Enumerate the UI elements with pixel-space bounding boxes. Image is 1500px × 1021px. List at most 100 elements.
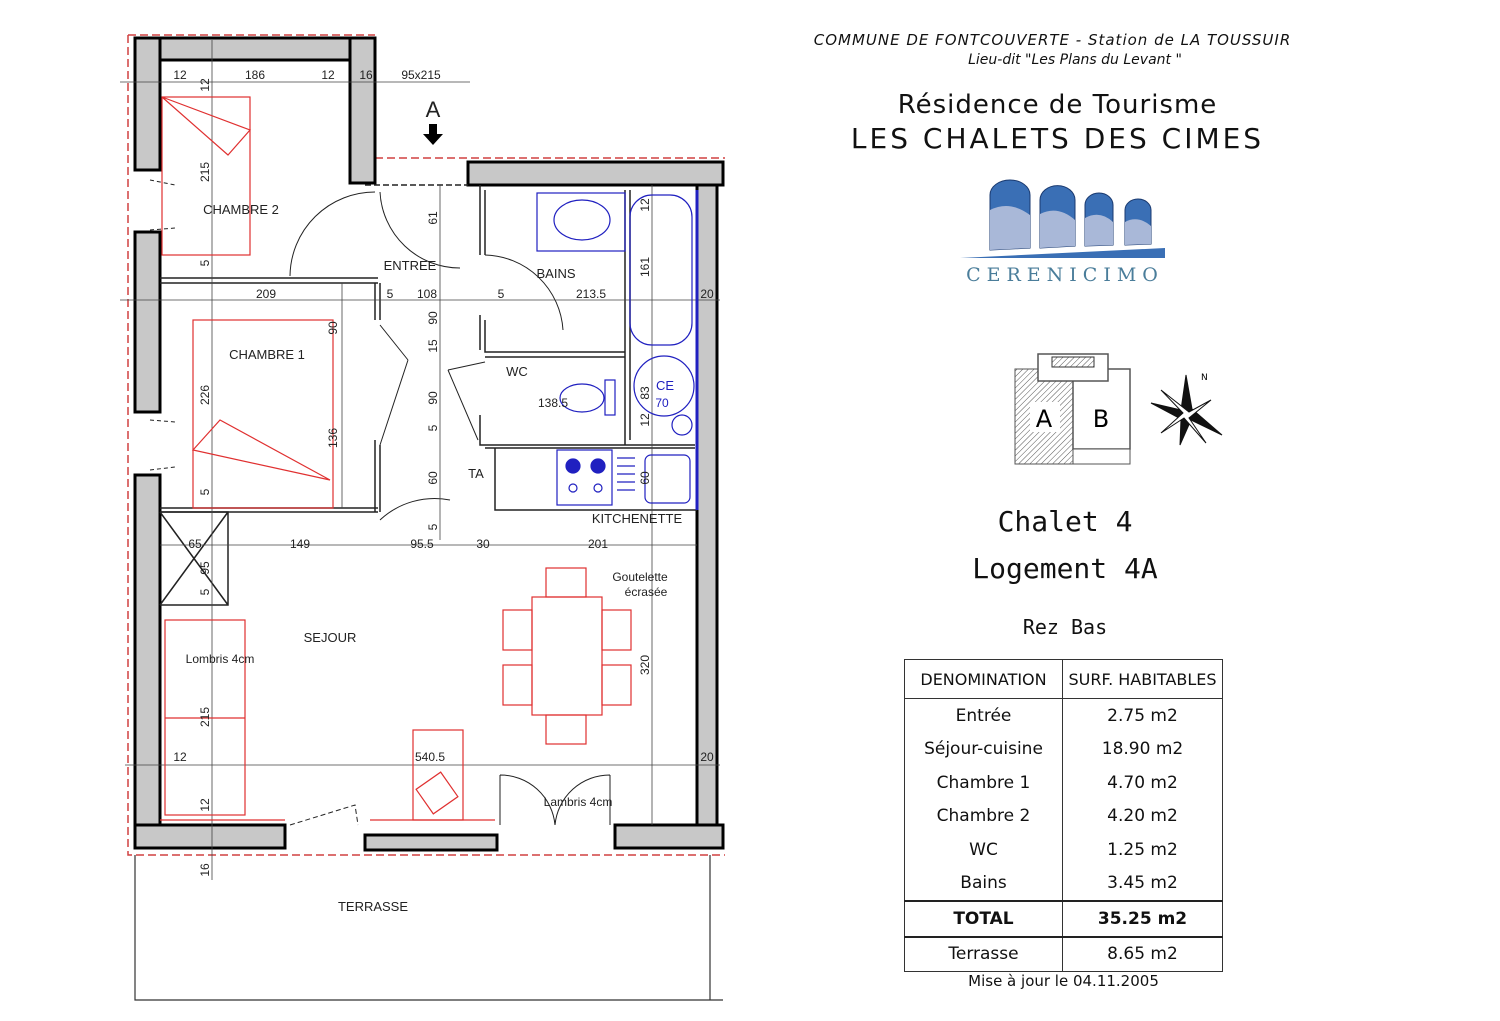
dim-label: 226 (198, 385, 212, 405)
sanitary-fixtures (536, 190, 699, 510)
table-header-row: DENOMINATION SURF. HABITABLES (904, 659, 1223, 699)
dim-label: 60 (426, 471, 440, 485)
dim-label: 95 (198, 561, 212, 575)
room-label-kitchenette: KITCHENETTE (592, 511, 683, 526)
total-label: TOTAL (904, 900, 1063, 938)
dim-label: 213.5 (576, 287, 606, 301)
room-label-terrasse: TERRASSE (338, 899, 408, 914)
lieu-dit-header: Lieu-dit "Les Plans du Levant " (968, 52, 1182, 68)
room-label-ce: CE (656, 378, 674, 393)
dim-label: 12 (198, 798, 212, 812)
room-name: Entrée (904, 698, 1063, 733)
dim-label: 90 (426, 391, 440, 405)
dim-label: 20 (700, 750, 714, 764)
room-label-chambre1: CHAMBRE 1 (229, 347, 305, 362)
brand-name: CERENICIMO (966, 264, 1164, 286)
door-swings (149, 179, 611, 826)
dim-label: 12 (638, 198, 652, 212)
room-name: Chambre 1 (904, 766, 1063, 800)
dim-label: 83 (638, 386, 652, 400)
dim-label: 90 (426, 311, 440, 325)
dim-label: 5 (387, 287, 394, 301)
room-surface: 18.90 m2 (1062, 732, 1223, 766)
level-label: Rez Bas (1022, 615, 1108, 639)
room-label-wc: WC (506, 364, 528, 379)
dim-label: 215 (198, 162, 212, 182)
room-name: WC (904, 833, 1063, 867)
room-name: Bains (904, 866, 1063, 901)
room-surface: 3.45 m2 (1062, 866, 1223, 901)
column-header: DENOMINATION (904, 659, 1063, 699)
dim-label: 5 (426, 523, 440, 530)
dim-label: 30 (476, 537, 490, 551)
dim-label: 61 (426, 211, 440, 225)
exterior-walls (133, 36, 725, 852)
room-label-bains: BAINS (536, 266, 575, 281)
dim-label: 540.5 (415, 750, 445, 764)
dim-label: 186 (245, 68, 265, 82)
terrasse-label: Terrasse (904, 936, 1063, 972)
room-label-entree: ENTREE (384, 258, 437, 273)
update-date: Mise à jour le 04.11.2005 (968, 972, 1159, 990)
cerenicimo-logo (960, 179, 1165, 258)
dim-label: 215 (198, 707, 212, 727)
interior-partitions (159, 184, 697, 606)
logement-number: Logement 4A (972, 552, 1158, 585)
dimension-labels: 12 186 12 16 95x215 12 215 5 209 5 108 5… (173, 68, 714, 877)
note-ecrasee: écrasée (625, 585, 668, 599)
dim-label: 12 (198, 78, 212, 92)
room-name: Séjour-cuisine (904, 732, 1063, 766)
furniture (160, 96, 632, 821)
note-lambris-right: Lambris 4cm (544, 795, 613, 809)
room-surface: 1.25 m2 (1062, 833, 1223, 867)
dim-label: 15 (426, 339, 440, 353)
room-label-ta: TA (468, 466, 484, 481)
key-plan: A B (1014, 353, 1131, 465)
column-header: SURF. HABITABLES (1062, 659, 1223, 699)
dim-label: 16 (359, 68, 373, 82)
dim-label: 5 (198, 488, 212, 495)
dimension-lines (120, 40, 720, 880)
dim-label: 161 (638, 257, 652, 277)
dim-label: 5 (426, 424, 440, 431)
room-surface: 2.75 m2 (1062, 698, 1223, 733)
dim-label: 60 (638, 471, 652, 485)
room-surface: 4.70 m2 (1062, 766, 1223, 800)
dim-label: 16 (198, 863, 212, 877)
dim-label: 70 (655, 396, 669, 410)
dim-label: 20 (700, 287, 714, 301)
room-labels: CHAMBRE 2 ENTREE BAINS CHAMBRE 1 WC CE T… (186, 202, 683, 914)
dim-label: 5 (198, 259, 212, 266)
terrace-outline (134, 855, 723, 1001)
dim-label: 136 (326, 428, 340, 448)
dim-label: 90 (326, 321, 340, 335)
note-goutelette: Goutelette (612, 570, 668, 584)
dim-label: 12 (173, 750, 187, 764)
dim-label: 201 (588, 537, 608, 551)
residence-title: Résidence de Tourisme (897, 90, 1218, 120)
total-surface: 35.25 m2 (1062, 900, 1223, 938)
dim-label: 12 (638, 413, 652, 427)
room-surface: 4.20 m2 (1062, 799, 1223, 833)
compass-rose-icon: N (1150, 373, 1223, 446)
dim-label: 12 (173, 68, 187, 82)
dim-label: 138.5 (538, 396, 568, 410)
dim-label: 95.5 (410, 537, 434, 551)
dim-label: 149 (290, 537, 310, 551)
commune-header: COMMUNE DE FONTCOUVERTE - Station de LA … (813, 31, 1292, 49)
dim-label: 65 (188, 537, 202, 551)
dim-label: 108 (417, 287, 437, 301)
key-plan-unit-a: A (1036, 405, 1053, 433)
dim-label: 5 (498, 287, 505, 301)
note-lambris-left: Lombris 4cm (186, 652, 255, 666)
dim-label: 5 (198, 588, 212, 595)
